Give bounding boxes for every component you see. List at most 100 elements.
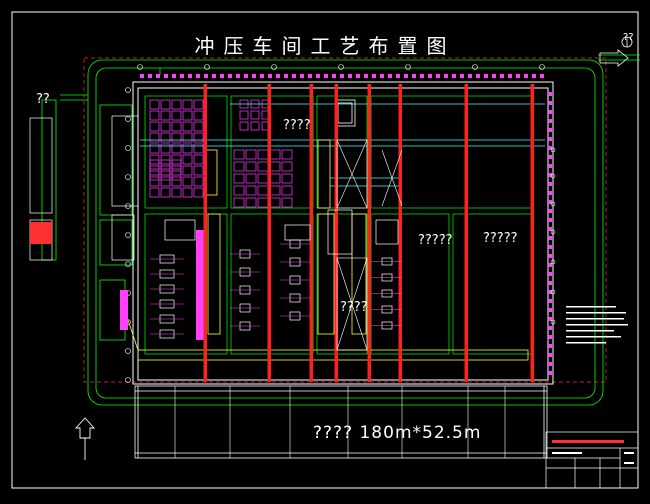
- rack-cell: [182, 110, 193, 121]
- axis-bubble: [338, 64, 344, 70]
- rack-cell: [193, 110, 204, 121]
- north-arrow-icon: [599, 36, 633, 67]
- press-unit: [375, 219, 399, 245]
- perimeter-mark: [300, 74, 304, 78]
- gate-marker: [550, 289, 556, 295]
- rack-cell: [239, 110, 249, 120]
- perimeter-mark: [156, 74, 160, 78]
- rack-cell: [149, 170, 160, 181]
- property-line: [83, 57, 607, 383]
- rack-cell: [281, 173, 293, 184]
- perimeter-mark: [548, 164, 552, 168]
- perimeter-mark: [548, 308, 552, 312]
- rack-cell: [149, 110, 160, 121]
- office-block: [29, 115, 139, 261]
- perimeter-mark: [308, 74, 312, 78]
- axis-bubble: [539, 64, 545, 70]
- title-block: [545, 431, 639, 489]
- rack-cell: [149, 159, 160, 170]
- rack-cell: [245, 197, 257, 208]
- rack-cell: [160, 176, 171, 187]
- perimeter-mark: [244, 74, 248, 78]
- rack-cell: [171, 143, 182, 154]
- rack-cell: [182, 121, 193, 132]
- perimeter-mark: [548, 209, 552, 213]
- perimeter-mark: [548, 290, 552, 294]
- perimeter-mark: [548, 272, 552, 276]
- perimeter-mark: [548, 263, 552, 267]
- crane-rails: [140, 99, 545, 187]
- perimeter-mark: [516, 74, 520, 78]
- rack-cell: [149, 99, 160, 110]
- perimeter-mark: [508, 74, 512, 78]
- perimeter-mark: [292, 74, 296, 78]
- rack-cell: [160, 187, 171, 198]
- perimeter-mark: [204, 74, 208, 78]
- rack-cell: [193, 143, 204, 154]
- perimeter-mark: [252, 74, 256, 78]
- rack-cell: [171, 99, 182, 110]
- perimeter-mark: [548, 128, 552, 132]
- rack-cell: [171, 187, 182, 198]
- notes-block: [566, 306, 628, 344]
- perimeter-mark: [356, 74, 360, 78]
- perimeter-mark: [548, 371, 552, 375]
- bay-label-3: ?????: [418, 233, 453, 248]
- perimeter-mark: [548, 218, 552, 222]
- column-line: [203, 84, 207, 382]
- gate-marker: [550, 229, 556, 235]
- perimeter-mark: [548, 92, 552, 96]
- rack-cell: [160, 154, 171, 165]
- transfer-rails: [127, 139, 529, 361]
- axis-bubble: [125, 377, 131, 383]
- axis-bubble: [125, 116, 131, 122]
- rack-cell: [281, 185, 293, 196]
- perimeter-mark: [276, 74, 280, 78]
- rack-cell: [269, 149, 281, 160]
- rack-cell: [281, 197, 293, 208]
- gate-marker: [550, 201, 556, 207]
- perimeter-mark: [500, 74, 504, 78]
- rack-cell: [171, 165, 182, 176]
- perimeter-mark: [548, 146, 552, 150]
- rack-cell: [245, 173, 257, 184]
- rack-cell: [245, 161, 257, 172]
- rack-cell: [182, 99, 193, 110]
- title-block-marks: [552, 452, 634, 464]
- axis-bubble: [204, 64, 210, 70]
- perimeter-mark: [268, 74, 272, 78]
- bay-label-4: ?????: [483, 231, 518, 246]
- title-block-text: [552, 440, 624, 443]
- rack-cell: [160, 110, 171, 121]
- rack-cell: [250, 121, 260, 131]
- perimeter-mark: [164, 74, 168, 78]
- rack-cell: [250, 110, 260, 120]
- annex-columns: [174, 386, 506, 458]
- rack-cell: [171, 110, 182, 121]
- perimeter-mark: [180, 74, 184, 78]
- rack-cell: [257, 149, 269, 160]
- perimeter-mark: [324, 74, 328, 78]
- rack-cell: [193, 187, 204, 198]
- rack-cell: [171, 132, 182, 143]
- rack-cell: [171, 154, 182, 165]
- axis-bubble: [472, 64, 478, 70]
- rack-cell: [281, 149, 293, 160]
- rack-cell: [233, 161, 245, 172]
- gate-marker: [550, 173, 556, 179]
- structural-columns: [203, 84, 534, 382]
- axis-bubble: [271, 64, 277, 70]
- axis-bubble: [125, 87, 131, 93]
- rack-cell: [171, 170, 182, 181]
- column-line: [309, 84, 313, 382]
- perimeter-mark: [460, 74, 464, 78]
- perimeter-mark: [436, 74, 440, 78]
- perimeter-mark: [364, 74, 368, 78]
- rack-cell: [193, 121, 204, 132]
- perimeter-mark: [548, 344, 552, 348]
- rack-cell: [160, 159, 171, 170]
- rack-cell: [149, 187, 160, 198]
- rack-cell: [193, 176, 204, 187]
- left-label: ??: [36, 92, 50, 107]
- column-line: [398, 84, 402, 382]
